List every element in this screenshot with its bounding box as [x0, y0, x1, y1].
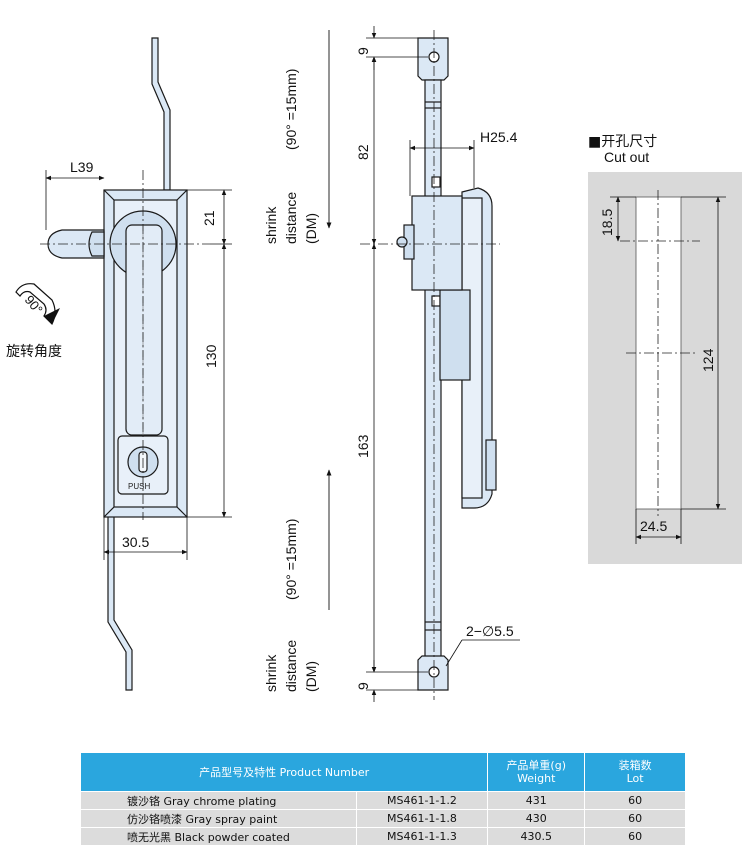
row-weight: 430.5 [487, 827, 586, 846]
svg-text:(90° =15mm): (90° =15mm) [283, 519, 299, 600]
cutout-dim-24-5: 24.5 [640, 518, 667, 534]
row-desc: 镀沙铬 Gray chrome plating [80, 791, 357, 810]
svg-text:(DM): (DM) [303, 213, 319, 244]
row-lot: 60 [584, 827, 686, 846]
table-row: 喷无光黑 Black powder coated MS461-1-1.3 430… [80, 827, 686, 846]
dim-9-bottom: 9 [355, 682, 371, 690]
dim-hole: 2−∅5.5 [466, 623, 514, 639]
cutout-dim-124: 124 [700, 348, 716, 372]
row-weight: 430 [487, 809, 586, 828]
row-desc: 喷无光黑 Black powder coated [80, 827, 357, 846]
svg-text:shrink: shrink [263, 206, 279, 244]
technical-drawing: PUSH L39 21 130 30.5 90° 旋转角度 shrink dis… [6, 26, 742, 702]
lever [125, 224, 163, 436]
shrink-note-upper: shrink distance (DM) (90° =15mm) [263, 30, 332, 244]
header-product: 产品型号及特性 Product Number [79, 752, 489, 792]
spec-table: 产品型号及特性 Product Number 产品单重(g)Weight 装箱数… [79, 752, 686, 846]
table-row: 镀沙铬 Gray chrome plating MS461-1-1.2 431 … [80, 791, 686, 810]
dim-82: 82 [355, 144, 371, 160]
rod-bar [424, 79, 442, 661]
header-weight: 产品单重(g)Weight [487, 752, 586, 792]
rotation-arrow [15, 283, 60, 326]
row-lot: 60 [584, 809, 686, 828]
svg-text:(90° =15mm): (90° =15mm) [283, 69, 299, 150]
dim-L39: L39 [70, 159, 94, 175]
cutout-dim-18-5: 18.5 [599, 209, 615, 236]
cutout-title-cn: ■开孔尺寸 [588, 134, 657, 150]
table-header-row: 产品型号及特性 Product Number 产品单重(g)Weight 装箱数… [79, 752, 686, 792]
row-model: MS461-1-1.3 [355, 827, 489, 846]
dim-130: 130 [203, 344, 219, 368]
shrink-note-lower: shrink distance (DM) (90° =15mm) [263, 469, 332, 692]
svg-text:distance: distance [283, 192, 299, 244]
dim-163: 163 [355, 434, 371, 458]
side-view [396, 37, 497, 691]
row-lot: 60 [584, 791, 686, 810]
dim-9-top: 9 [355, 47, 371, 55]
front-view [47, 37, 188, 691]
row-model: MS461-1-1.2 [355, 791, 489, 810]
upper-rod [151, 37, 171, 191]
cutout-title-en: Cut out [604, 149, 649, 165]
row-desc: 仿沙铬喷漆 Gray spray paint [80, 809, 357, 828]
svg-text:distance: distance [283, 640, 299, 692]
svg-text:shrink: shrink [263, 654, 279, 692]
table-row: 仿沙铬喷漆 Gray spray paint MS461-1-1.8 430 6… [80, 809, 686, 828]
push-label: PUSH [128, 482, 150, 491]
dim-H25-4: H25.4 [480, 129, 518, 145]
svg-text:(DM): (DM) [303, 661, 319, 692]
dim-21: 21 [201, 210, 217, 226]
rotation-caption: 旋转角度 [6, 344, 62, 360]
row-weight: 431 [487, 791, 586, 810]
dim-30-5: 30.5 [122, 534, 149, 550]
row-model: MS461-1-1.8 [355, 809, 489, 828]
